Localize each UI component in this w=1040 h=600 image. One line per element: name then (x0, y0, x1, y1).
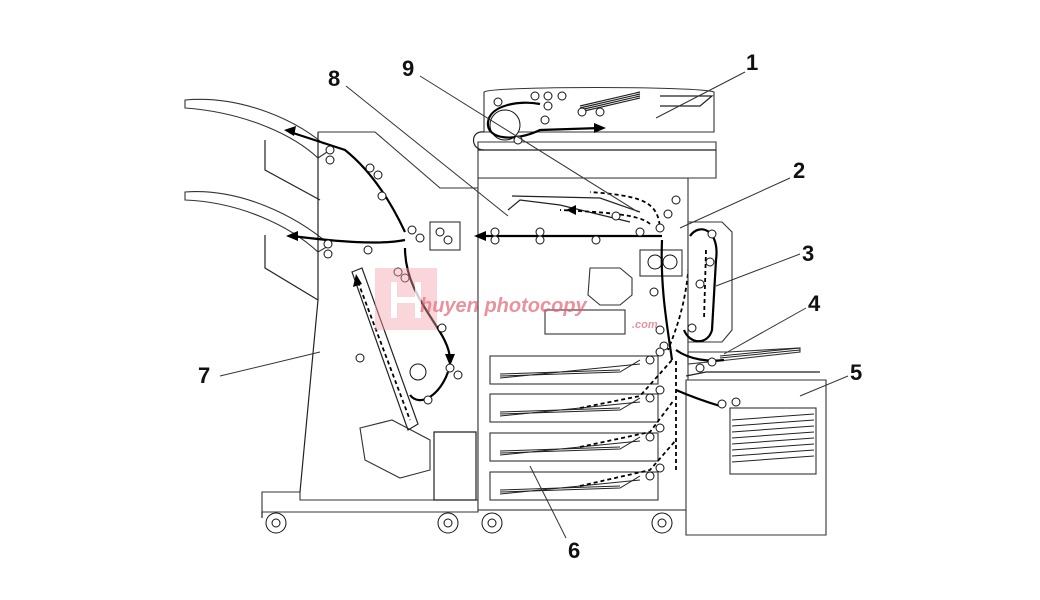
main-unit (472, 86, 717, 534)
upper-exit-tray (184, 98, 331, 159)
callout-3: 3 (802, 241, 814, 266)
path-to-lower-tray (291, 234, 406, 244)
stapler-unit (359, 419, 431, 479)
feed-rollers (645, 347, 665, 481)
leader-5 (799, 375, 849, 397)
imaging-unit (587, 267, 633, 306)
callout-6: 6 (568, 538, 580, 563)
callout-labels: 1 2 3 4 5 6 7 8 9 (198, 50, 862, 563)
callout-4: 4 (808, 291, 821, 316)
callout-2: 2 (793, 158, 805, 183)
path-to-staple-tray (403, 247, 452, 361)
finisher-body (261, 131, 479, 513)
lct-paper-lines (731, 413, 815, 463)
paper-tray-3 (489, 432, 659, 462)
vertical-transport (660, 239, 674, 361)
duplex-unit (682, 221, 733, 343)
leader-lines (219, 71, 849, 539)
leader-6 (529, 465, 567, 539)
leader-8 (345, 85, 509, 217)
paper-tray-4 (489, 471, 659, 501)
leader-2 (679, 177, 791, 229)
watermark: huyen photocopy .com (375, 268, 658, 331)
laser-unit (544, 309, 626, 335)
paper-tray-2 (489, 393, 659, 423)
duplex-path (682, 228, 718, 343)
large-capacity-tray (675, 371, 827, 536)
callout-9: 9 (402, 56, 414, 81)
lct-feed-path (675, 388, 721, 408)
finisher-unit (184, 98, 479, 534)
callout-5: 5 (850, 360, 862, 385)
lower-exit-tray (184, 191, 331, 253)
paper-tray-1 (489, 355, 659, 385)
callout-1: 1 (746, 50, 758, 75)
bypass-feed-path (675, 349, 725, 362)
staple-return-path (357, 281, 411, 421)
callout-8: 8 (328, 66, 340, 91)
main-rollers (490, 195, 681, 351)
adf-drum (489, 109, 521, 141)
scanner-unit (477, 141, 717, 179)
watermark-subtext: .com (632, 319, 658, 331)
leader-4 (723, 307, 807, 355)
finisher-paper-path (284, 126, 463, 421)
leader-3 (715, 253, 801, 287)
leader-1 (655, 71, 746, 119)
junction-gate (429, 221, 461, 251)
finisher-rollers (323, 145, 463, 405)
paper-trays (489, 355, 659, 501)
watermark-text: huyen photocopy (420, 295, 588, 317)
duplex-unit-body (687, 221, 733, 343)
upper-duplex-path (589, 191, 661, 233)
callout-7: 7 (198, 363, 210, 388)
document-path (486, 101, 601, 139)
bypass-tray (675, 347, 801, 373)
path-to-upper-tray (289, 130, 406, 233)
leader-9 (419, 75, 639, 213)
leader-7 (219, 351, 321, 377)
